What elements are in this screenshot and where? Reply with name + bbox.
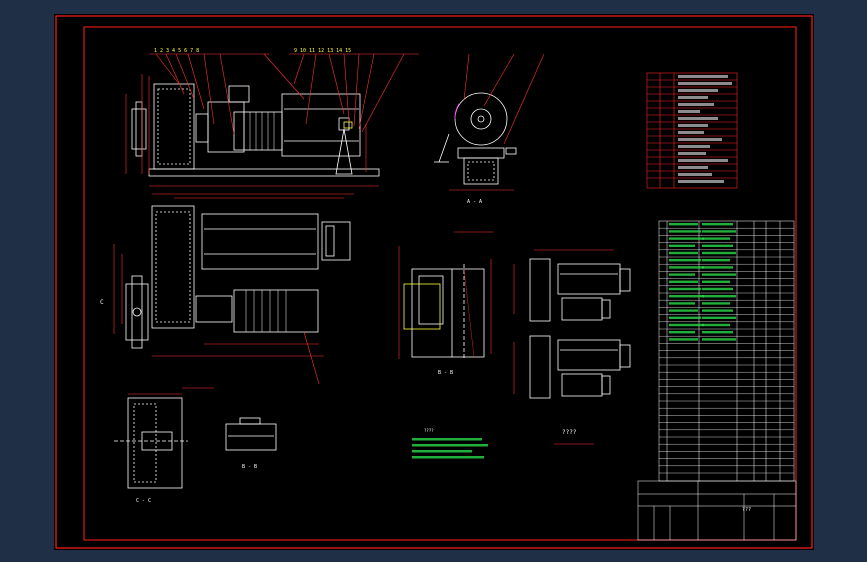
front-elevation-dims bbox=[125, 53, 419, 187]
parts-list-entry bbox=[669, 338, 698, 341]
section-c-label: C - C bbox=[136, 498, 151, 504]
parts-list-entry bbox=[669, 237, 704, 240]
parts-list-entry bbox=[669, 223, 698, 226]
parts-list-entry bbox=[702, 295, 736, 298]
parts-list-entry bbox=[702, 316, 736, 319]
drawing-sheet: 1 2 3 4 5 6 7 8 9 10 11 12 13 14 15 A - … bbox=[54, 14, 814, 550]
title-block bbox=[637, 480, 797, 541]
parts-list-entry bbox=[669, 280, 698, 283]
assembly-upper-right bbox=[529, 258, 631, 322]
parts-list-entry bbox=[702, 331, 733, 334]
parts-list-entry bbox=[669, 323, 704, 327]
parts-table-top bbox=[646, 72, 738, 189]
parts-list-entry bbox=[702, 323, 730, 327]
inner-frame bbox=[83, 26, 797, 541]
parts-table-top-text bbox=[678, 75, 732, 183]
parts-list-entry bbox=[669, 295, 704, 298]
section-b-label: B - B bbox=[438, 370, 453, 376]
sheet-background bbox=[54, 14, 814, 550]
parts-list-entry bbox=[669, 331, 695, 334]
title-block-drawing-name: ??? bbox=[742, 507, 751, 513]
technical-notes: ???? bbox=[412, 428, 488, 459]
parts-list-entry bbox=[702, 287, 733, 291]
parts-list-entry bbox=[669, 244, 695, 247]
small-detail-view bbox=[225, 417, 277, 451]
parts-list-entry bbox=[669, 309, 698, 312]
parts-list-entry bbox=[702, 273, 736, 276]
parts-list-entry bbox=[702, 244, 733, 247]
parts-list-entry bbox=[702, 230, 736, 233]
parts-list-entry bbox=[669, 287, 701, 291]
section-a-label: A - A bbox=[467, 199, 482, 205]
svg-text:9 10 11 12 13 14 15: 9 10 11 12 13 14 15 bbox=[294, 48, 351, 54]
parts-list-entry bbox=[669, 251, 698, 255]
parts-list-entry bbox=[702, 309, 733, 312]
parts-list-entry bbox=[669, 316, 701, 319]
assembly-right-dims bbox=[513, 249, 614, 394]
balloon-numbers-row: 1 2 3 4 5 6 7 8 9 10 11 12 13 14 15 bbox=[154, 48, 351, 54]
parts-list-entry bbox=[702, 237, 730, 240]
parts-list-entry bbox=[669, 230, 701, 233]
view-c-marker: C bbox=[100, 299, 104, 306]
section-b-dims bbox=[398, 231, 494, 359]
parts-list-entry bbox=[669, 302, 695, 305]
plan-view bbox=[125, 205, 351, 349]
side-view-a-dims bbox=[449, 53, 545, 191]
plan-view-dims bbox=[113, 193, 354, 385]
parts-list-entry bbox=[702, 259, 730, 262]
section-b-view bbox=[403, 264, 485, 359]
assembly-lower-right bbox=[529, 335, 631, 399]
parts-list-entry bbox=[702, 223, 733, 226]
outer-frame bbox=[55, 15, 813, 549]
parts-list-entry bbox=[702, 302, 730, 305]
parts-list-entry bbox=[669, 266, 704, 269]
parts-list-entry bbox=[702, 338, 736, 341]
parts-list-entry bbox=[702, 266, 733, 269]
parts-list-entry bbox=[702, 251, 736, 255]
parts-list-entry bbox=[702, 280, 730, 283]
notes-question: ???? bbox=[562, 429, 577, 436]
section-c-dims bbox=[128, 387, 214, 395]
parts-list-rows bbox=[659, 223, 794, 474]
svg-text:1 2 3 4 5 6 7 8: 1 2 3 4 5 6 7 8 bbox=[154, 48, 199, 54]
section-c-view bbox=[114, 397, 188, 489]
parts-list-entry bbox=[669, 259, 701, 262]
small-detail-label: B - B bbox=[242, 464, 257, 470]
parts-list-entry bbox=[669, 273, 695, 276]
side-view-a bbox=[434, 92, 517, 185]
notes-title: ???? bbox=[424, 428, 434, 433]
